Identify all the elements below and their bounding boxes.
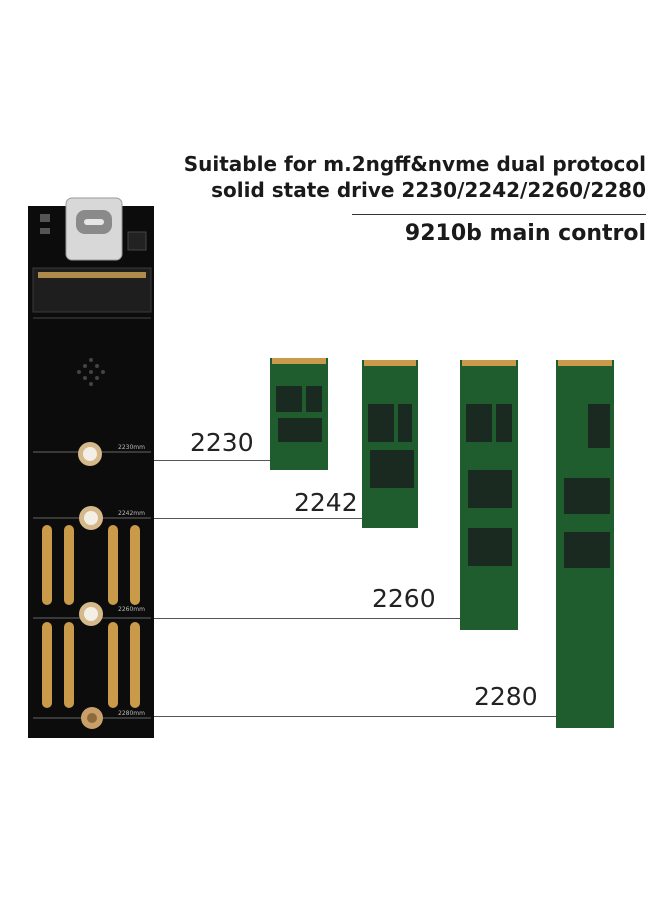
label-2260: 2260 [372, 584, 436, 613]
enclosure-board [28, 197, 154, 738]
silk-2260: 2260mm [118, 606, 145, 613]
label-2242: 2242 [294, 488, 358, 517]
controller-chip [127, 231, 147, 251]
title-divider [352, 214, 646, 215]
thermal-pads [42, 525, 140, 708]
guide-line-2230 [154, 460, 270, 461]
silk-2280: 2280mm [118, 710, 145, 717]
ssd-2280 [556, 360, 614, 728]
ssd-2230 [270, 358, 328, 470]
guide-line-2280 [154, 716, 556, 717]
guide-line-2242 [154, 518, 362, 519]
title-line-2: solid state drive 2230/2242/2260/2280 [211, 178, 646, 202]
ssd-2242 [362, 360, 418, 528]
label-2280: 2280 [474, 682, 538, 711]
title-line-3: 9210b main control [404, 221, 646, 246]
ssd-2260 [460, 360, 518, 630]
led-dots [77, 358, 105, 386]
guide-line-2260 [154, 618, 460, 619]
silk-2230: 2230mm [118, 444, 145, 451]
silk-2242: 2242mm [118, 510, 145, 517]
title-line-1: Suitable for m.2ngff&nvme dual protocol [183, 152, 646, 176]
label-2230: 2230 [190, 428, 254, 457]
